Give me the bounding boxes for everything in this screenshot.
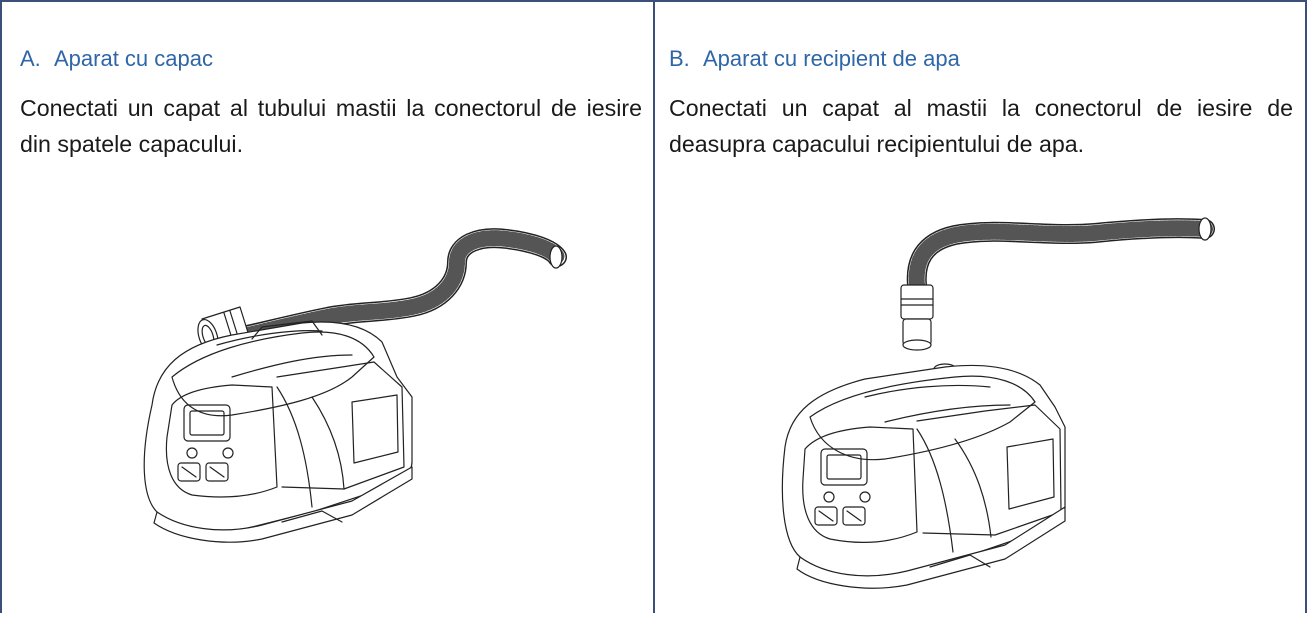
device-with-cover-illustration [112,227,572,617]
panel-a-title: Aparat cu capac [54,46,213,71]
panel-b-letter: B. [669,46,690,71]
panel-a: A. Aparat cu capac Conectati un capat al … [0,0,654,613]
panel-b: B. Aparat cu recipient de apa Conectati u… [654,0,1307,613]
panel-b-instruction: Conectati un capat al mastii la conector… [669,95,1293,157]
panel-a-letter: A. [20,46,41,71]
panel-b-heading: B. Aparat cu recipient de apa [669,46,960,72]
panel-a-instruction: Conectati un capat al tubului mastii la … [20,95,642,157]
device-with-water-reservoir-illustration [755,207,1225,615]
panel-a-heading: A. Aparat cu capac [20,46,213,72]
panel-b-title: Aparat cu recipient de apa [703,46,960,71]
